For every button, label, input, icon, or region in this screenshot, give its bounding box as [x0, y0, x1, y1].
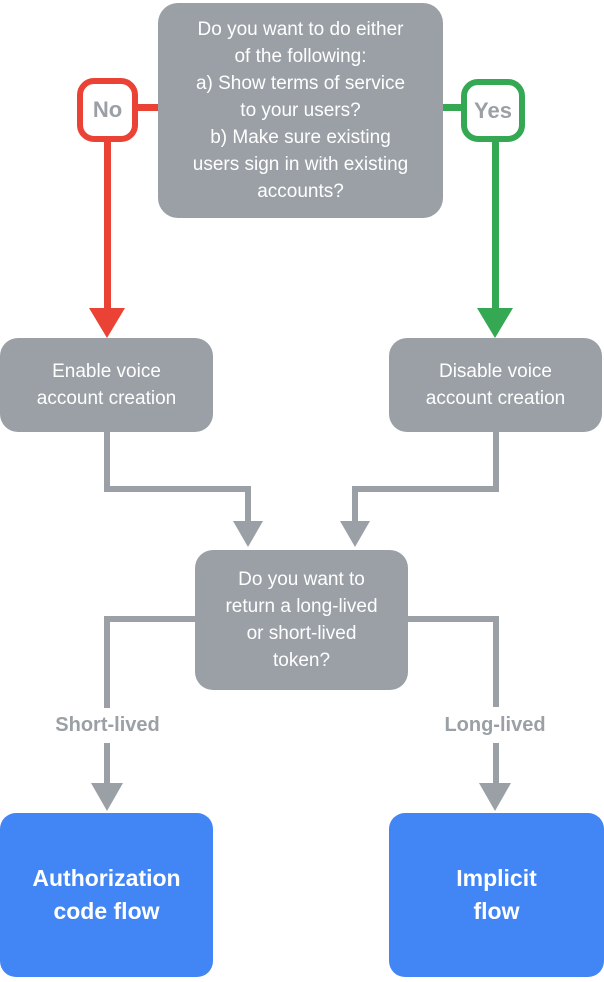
connector-line-no-vertical	[104, 138, 111, 310]
connector-line-yes-horizontal	[441, 104, 464, 111]
arrowhead-down-gray-left-icon	[233, 521, 263, 547]
connector-line-enable-drop	[245, 486, 251, 522]
no-branch-label: No	[77, 78, 138, 142]
result-node-authorization-code-flow: Authorization code flow	[0, 813, 213, 977]
question-node-token-lifetime: Do you want to return a long-lived or sh…	[195, 550, 408, 690]
question-node-terms-of-service: Do you want to do either of the followin…	[158, 3, 443, 218]
connector-line-shortlived-horizontal	[104, 616, 196, 622]
yes-branch-label: Yes	[461, 79, 525, 142]
connector-line-disable-drop	[352, 486, 358, 522]
arrowhead-down-longlived-icon	[479, 783, 511, 811]
action-node-disable-voice-account-creation: Disable voice account creation	[389, 338, 602, 432]
connector-line-yes-vertical	[492, 138, 499, 310]
connector-line-enable-inward	[104, 486, 251, 492]
connector-line-longlived-horizontal	[407, 616, 499, 622]
arrowhead-down-green-icon	[477, 308, 513, 338]
connector-line-no-horizontal	[134, 104, 160, 111]
long-lived-branch-label: Long-lived	[410, 707, 580, 743]
connector-line-longlived-vertical	[493, 616, 499, 784]
connector-line-shortlived-vertical	[104, 616, 110, 784]
connector-line-disable-inward	[352, 486, 499, 492]
result-node-implicit-flow: Implicit flow	[389, 813, 604, 977]
arrowhead-down-red-icon	[89, 308, 125, 338]
arrowhead-down-shortlived-icon	[91, 783, 123, 811]
connector-line-disable-down	[493, 430, 499, 490]
arrowhead-down-gray-right-icon	[340, 521, 370, 547]
connector-line-enable-down	[104, 430, 110, 490]
action-node-enable-voice-account-creation: Enable voice account creation	[0, 338, 213, 432]
short-lived-branch-label: Short-lived	[23, 708, 192, 743]
